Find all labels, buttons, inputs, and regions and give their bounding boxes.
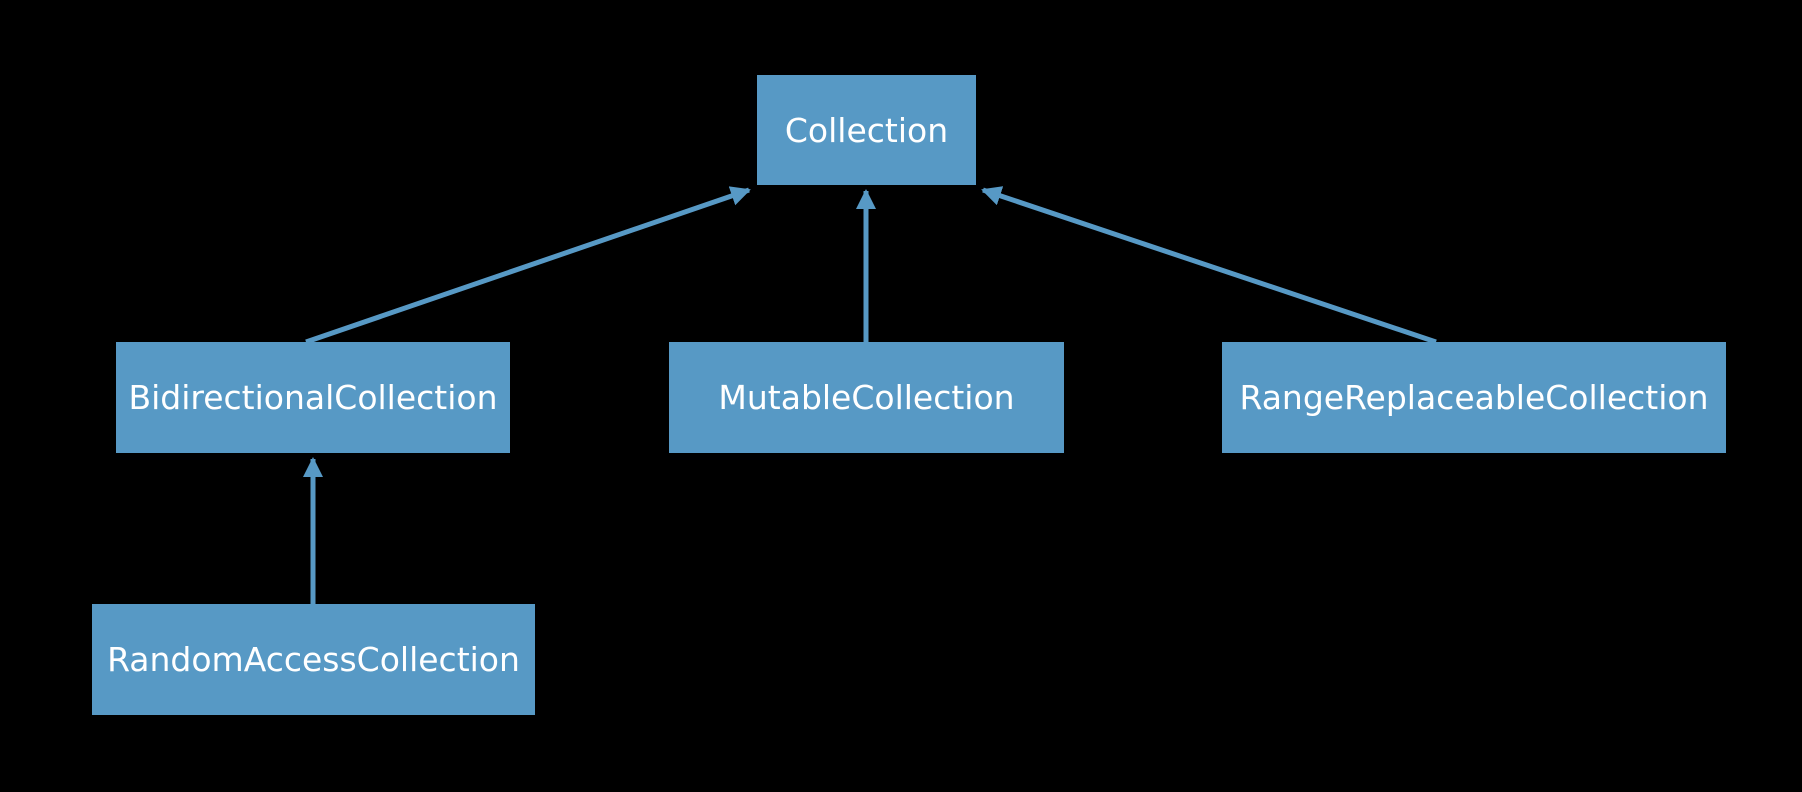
mutable-collection-label: MutableCollection xyxy=(718,378,1015,417)
random-access-collection-label: RandomAccessCollection xyxy=(107,640,520,679)
arrow-rangereplaceable-to-collection xyxy=(981,186,1437,345)
range-replaceable-collection-node: RangeReplaceableCollection xyxy=(1222,342,1726,453)
mutable-collection-node: MutableCollection xyxy=(669,342,1064,453)
range-replaceable-collection-label: RangeReplaceableCollection xyxy=(1239,378,1709,417)
bidirectional-collection-node: BidirectionalCollection xyxy=(116,342,510,453)
arrow-bidirectional-to-collection xyxy=(305,186,751,345)
bidirectional-collection-label: BidirectionalCollection xyxy=(128,378,498,417)
collection-label: Collection xyxy=(784,110,949,150)
random-access-collection-node: RandomAccessCollection xyxy=(92,604,535,715)
collection-node: Collection xyxy=(757,75,976,185)
